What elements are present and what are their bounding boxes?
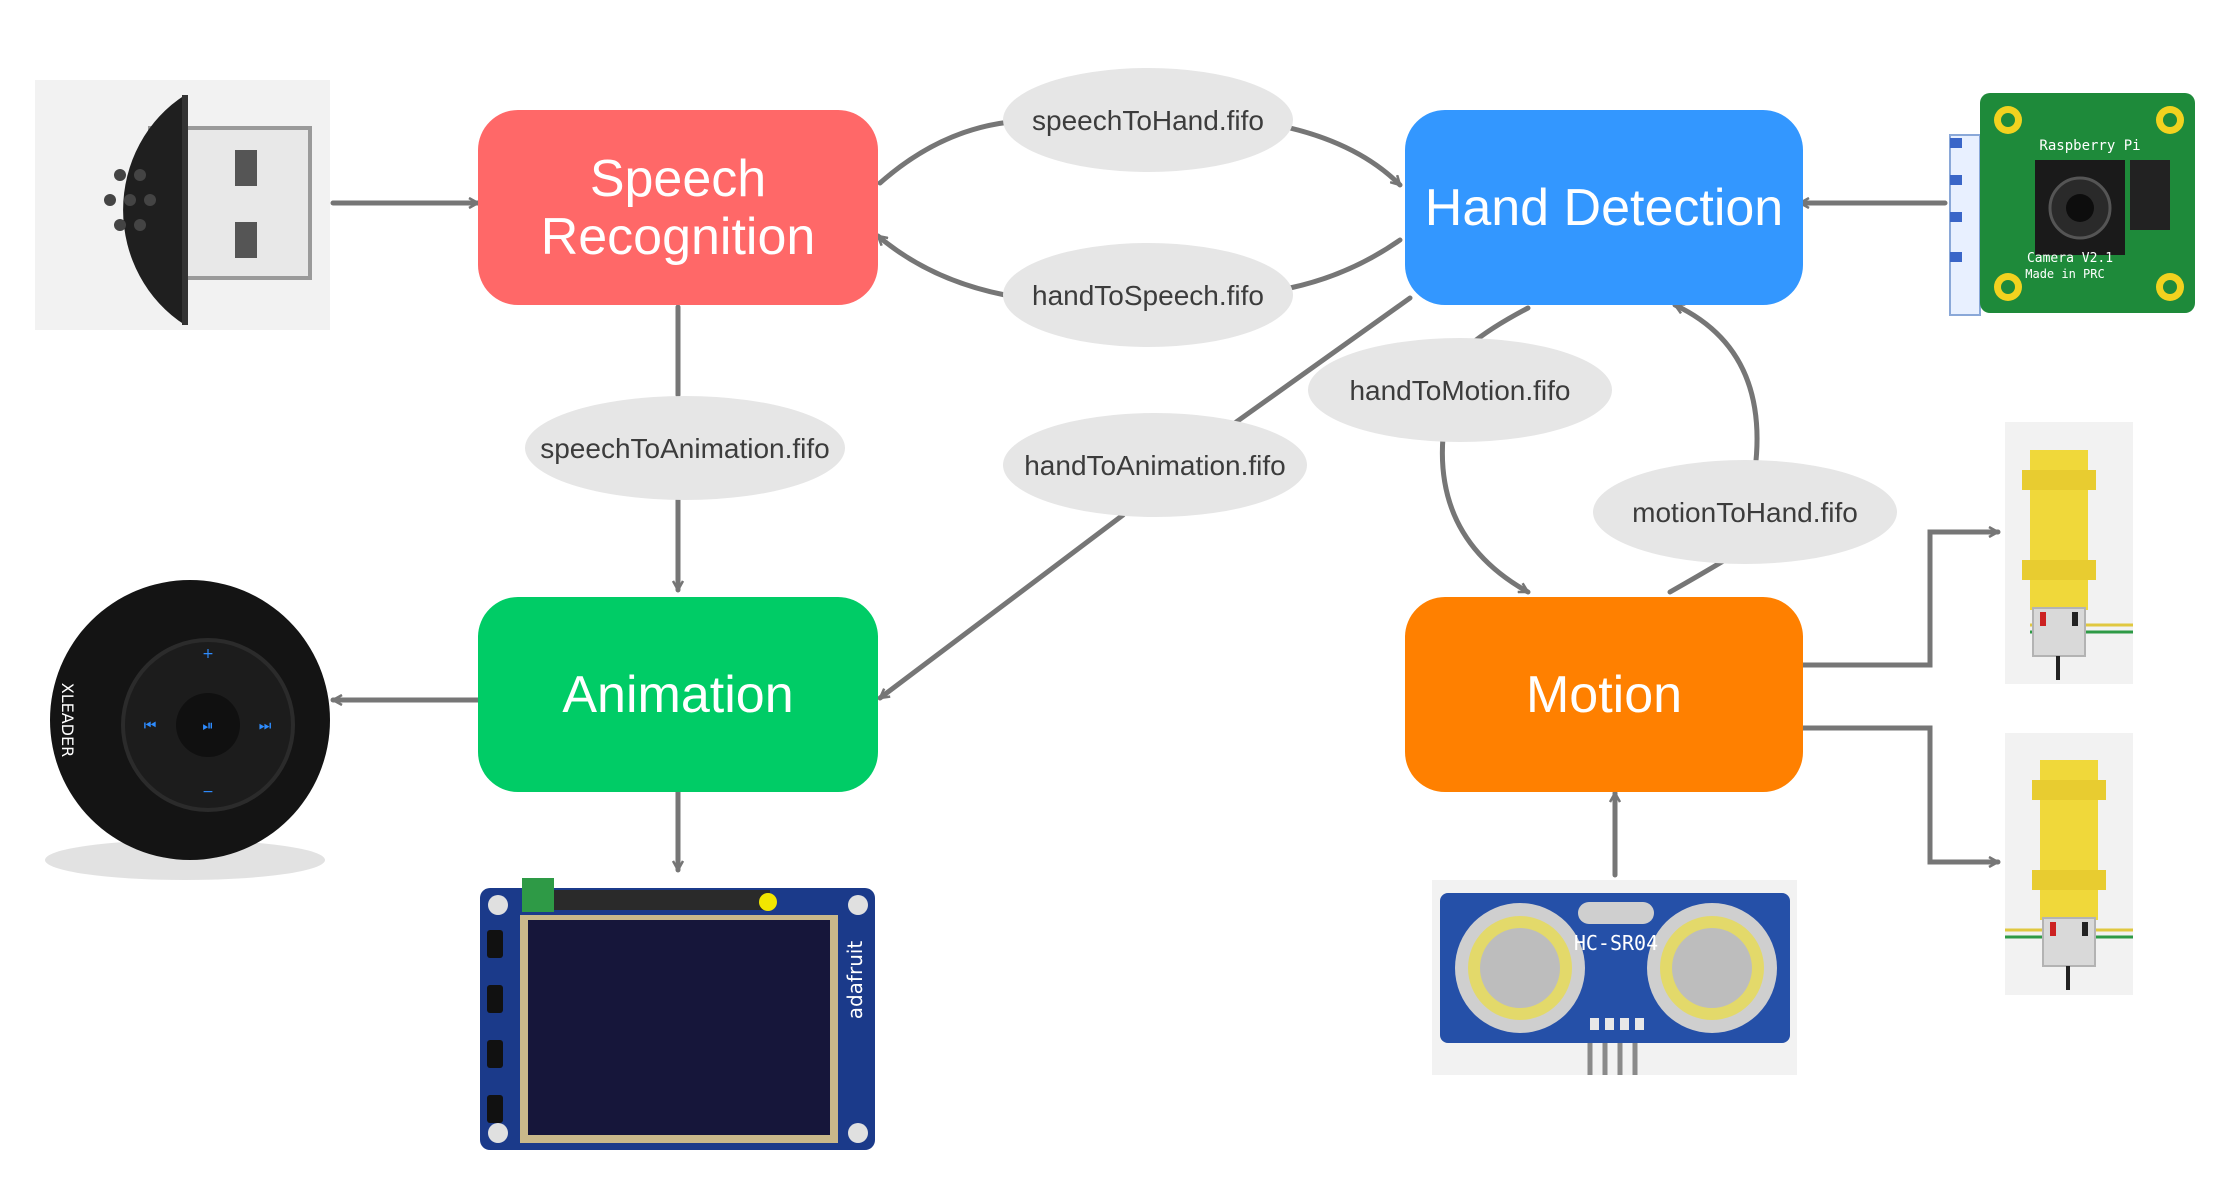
usb-microphone-icon	[35, 80, 330, 330]
fifo-label: motionToHand.fifo	[1632, 497, 1858, 528]
fifo-label: speechToAnimation.fifo	[540, 433, 830, 464]
fifo-label: handToMotion.fifo	[1349, 375, 1570, 406]
ultrasonic-sensor-icon: HC-SR04	[1432, 880, 1797, 1075]
bluetooth-speaker-icon: + − ⏮ ⏭ ⏯ XLEADER	[45, 580, 330, 880]
camera-module-icon: Raspberry Pi Camera V2.1 Made in PRC	[1949, 93, 2195, 316]
sensor-model: HC-SR04	[1574, 931, 1658, 955]
svg-text:+: +	[202, 646, 214, 662]
arrow-motion-to-motor-top	[1797, 532, 2001, 668]
dc-motor-icon	[2005, 422, 2133, 684]
camera-brand: Raspberry Pi	[2039, 138, 2140, 154]
arrow-speech-to-hand	[877, 119, 1400, 185]
motion-node: Motion	[1405, 597, 1803, 792]
tft-display-icon: adafruit	[480, 878, 875, 1150]
fifo-motion-to-hand: motionToHand.fifo	[1593, 460, 1897, 564]
fifo-speech-to-hand: speechToHand.fifo	[1003, 68, 1293, 172]
svg-text:−: −	[202, 784, 214, 800]
svg-text:⏭: ⏭	[259, 718, 272, 734]
fifo-label: handToAnimation.fifo	[1024, 450, 1286, 481]
node-label: Speech Recognition	[540, 149, 816, 266]
fifo-label: handToSpeech.fifo	[1032, 280, 1264, 311]
fifo-hand-to-animation: handToAnimation.fifo	[1003, 413, 1307, 517]
animation-node: Animation	[478, 597, 878, 792]
dc-motor-icon	[2005, 733, 2133, 995]
fifo-label: speechToHand.fifo	[1032, 105, 1264, 136]
fifo-speech-to-animation: speechToAnimation.fifo	[525, 396, 845, 500]
svg-text:⏯: ⏯	[202, 718, 213, 734]
node-label: Animation	[562, 665, 794, 724]
arrow-motion-to-motor-bottom	[1797, 725, 2001, 862]
speaker-brand: XLEADER	[58, 683, 77, 757]
camera-origin: Made in PRC	[2025, 267, 2104, 281]
node-label: Motion	[1525, 665, 1683, 724]
speech-recognition-node: Speech Recognition	[478, 110, 878, 305]
fifo-hand-to-motion: handToMotion.fifo	[1308, 338, 1612, 442]
arrow-hand-to-animation	[880, 295, 1413, 698]
display-brand: adafruit	[843, 941, 867, 1020]
fifo-hand-to-speech: handToSpeech.fifo	[1003, 243, 1293, 347]
camera-model: Camera V2.1	[2027, 251, 2113, 266]
hand-detection-node: Hand Detection	[1405, 110, 1803, 305]
arrow-hand-to-speech	[878, 236, 1403, 298]
svg-text:⏮: ⏮	[144, 718, 157, 734]
node-label: Hand Detection	[1424, 178, 1784, 237]
